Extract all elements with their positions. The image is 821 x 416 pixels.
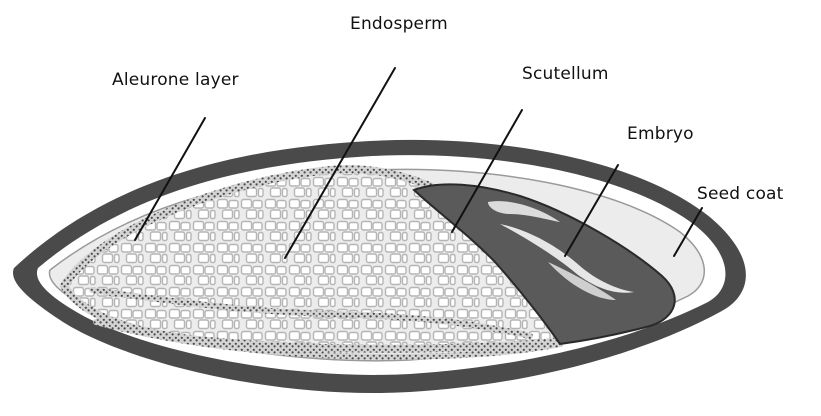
label-seed-coat: Seed coat [697,184,784,204]
label-aleurone-layer: Aleurone layer [112,70,239,90]
label-embryo: Embryo [627,124,694,144]
label-endosperm: Endosperm [350,14,448,34]
label-scutellum: Scutellum [522,64,609,84]
